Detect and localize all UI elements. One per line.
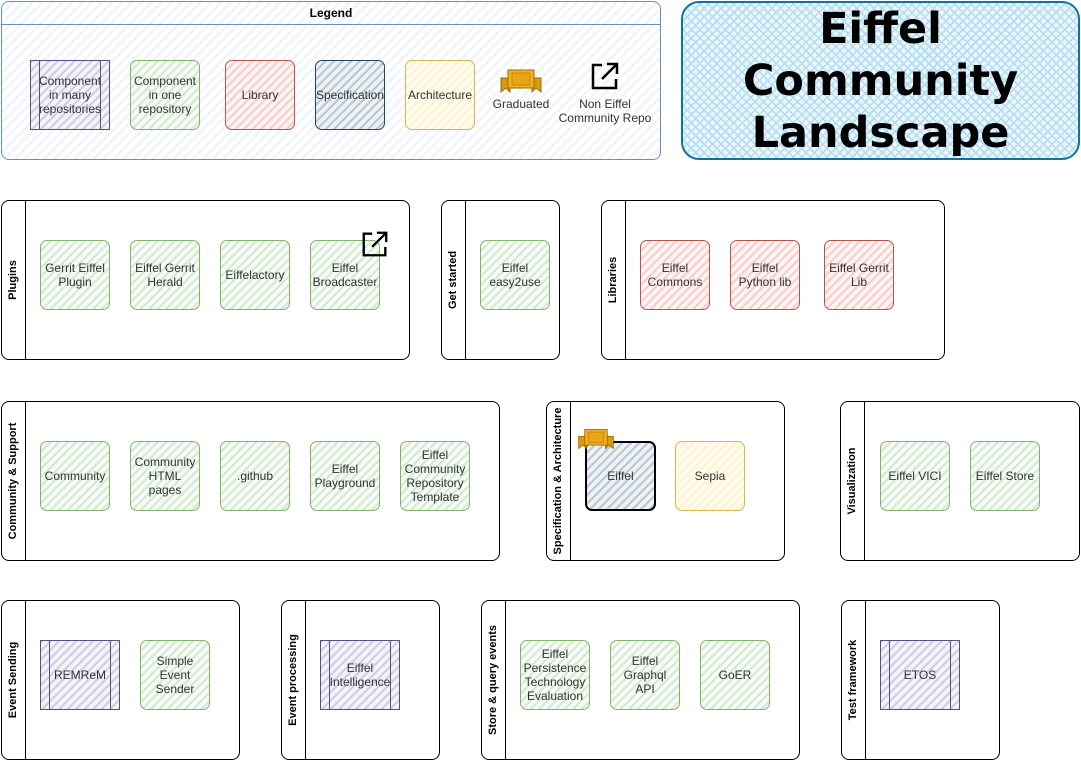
component-label: Simple Event Sender — [155, 654, 195, 696]
pool-title: Community & Support — [7, 422, 19, 540]
component-simple-event-sender[interactable]: Simple Event Sender — [140, 640, 210, 710]
component-label: Eiffel Commons — [647, 261, 703, 289]
legend-library-swatch: Library — [225, 60, 295, 130]
pool-title: Event Sending — [7, 641, 19, 719]
component-label: REMReM — [53, 668, 106, 682]
component-label: Eiffel Intelligence — [329, 661, 391, 689]
pool-title: Get started — [447, 250, 459, 310]
pool-header: Event processing — [282, 601, 306, 759]
component-remrem[interactable]: REMReM — [40, 640, 120, 710]
component-label: Eiffelactory — [225, 268, 285, 282]
pool-header: Store & query events — [482, 601, 506, 759]
component-eiffel-persistence-technology-evaluation[interactable]: Eiffel Persistence Technology Evaluation — [520, 640, 590, 710]
component-eiffel-vici[interactable]: Eiffel VICI — [880, 441, 950, 511]
component-label: Sepia — [694, 469, 726, 483]
legend-specification-swatch: Specification — [315, 60, 385, 130]
external-link-icon — [591, 62, 619, 90]
legend-graduated-label: Graduated — [492, 97, 550, 111]
pool-title: Plugins — [7, 260, 19, 300]
pool-header: Event Sending — [2, 601, 26, 759]
component-eiffel-broadcaster[interactable]: Eiffel Broadcaster — [310, 240, 380, 310]
pool-specification-architecture: Specification & Architecture — [546, 401, 785, 561]
component-goer[interactable]: GoER — [700, 640, 770, 710]
component-eiffel-graphql-api[interactable]: Eiffel Graphql API — [610, 640, 680, 710]
component-label: Community — [44, 469, 106, 483]
component-label: Community HTML pages — [134, 455, 196, 497]
component-label: Eiffel Community Repository Template — [404, 448, 466, 504]
pool-title: Store & query events — [487, 624, 499, 736]
legend-title: Legend — [2, 2, 660, 25]
component-label: Eiffel Broadcaster — [312, 261, 378, 289]
legend-label: Library — [241, 88, 279, 102]
component-eiffel-commons[interactable]: Eiffel Commons — [640, 240, 710, 310]
component-eiffel-specification[interactable]: Eiffel — [585, 441, 656, 511]
title-box: Eiffel Community Landscape — [681, 1, 1080, 160]
component-eiffel-store[interactable]: Eiffel Store — [970, 441, 1040, 511]
component-eiffel-community-repository-template[interactable]: Eiffel Community Repository Template — [400, 441, 470, 511]
component-eiffel-playground[interactable]: Eiffel Playground — [310, 441, 380, 511]
component-eiffel-python-lib[interactable]: Eiffel Python lib — [730, 240, 800, 310]
component-eiffel-intelligence[interactable]: Eiffel Intelligence — [320, 640, 400, 710]
page-title: Eiffel Community Landscape — [683, 3, 1078, 159]
graduated-ribbon-icon — [500, 69, 542, 94]
component-label: Eiffel Gerrit Lib — [829, 261, 889, 289]
component-label: Eiffel — [607, 469, 634, 483]
component-eiffel-gerrit-herald[interactable]: Eiffel Gerrit Herald — [130, 240, 200, 310]
pool-header: Community & Support — [2, 402, 26, 560]
component-label: Eiffel Store — [975, 469, 1035, 483]
pool-title: Test framework — [847, 639, 859, 721]
pool-header: Libraries — [602, 201, 626, 359]
component-label: Eiffel Gerrit Herald — [135, 261, 195, 289]
pool-title: Event processing — [287, 634, 299, 726]
pool-title: Specification & Architecture — [552, 407, 564, 555]
legend-architecture-swatch: Architecture — [405, 60, 475, 130]
component-github[interactable]: .github — [220, 441, 290, 511]
component-label: Eiffel Graphql API — [623, 654, 667, 696]
component-label: ETOS — [903, 668, 937, 682]
component-eiffelactory[interactable]: Eiffelactory — [220, 240, 290, 310]
pool-header: Test framework — [842, 601, 866, 759]
component-etos[interactable]: ETOS — [880, 640, 960, 710]
component-sepia[interactable]: Sepia — [675, 441, 745, 511]
pool-header: Specification & Architecture — [547, 402, 571, 560]
component-label: Eiffel easy2use — [489, 261, 541, 289]
component-gerrit-eiffel-plugin[interactable]: Gerrit Eiffel Plugin — [40, 240, 110, 310]
component-eiffel-easy2use[interactable]: Eiffel easy2use — [480, 240, 550, 310]
pool-header: Plugins — [2, 201, 26, 359]
external-link-icon[interactable] — [360, 229, 390, 259]
legend-label: Component in many repositories — [38, 74, 102, 116]
legend-label: Specification — [315, 88, 385, 102]
legend-label: Component in one repository — [133, 74, 197, 116]
component-label: Eiffel Persistence Technology Evaluation — [523, 647, 587, 703]
pool-header: Get started — [442, 201, 466, 359]
component-label: .github — [236, 469, 274, 483]
component-label: Eiffel Python lib — [738, 261, 792, 289]
component-community[interactable]: Community — [40, 441, 110, 511]
pool-title: Libraries — [607, 256, 619, 304]
component-label: Eiffel VICI — [888, 469, 942, 483]
title-line-1: Eiffel Community — [742, 3, 1019, 106]
pool-title: Visualization — [846, 447, 858, 515]
component-label: Gerrit Eiffel Plugin — [45, 261, 105, 289]
legend-one-repo-swatch: Component in one repository — [130, 60, 200, 130]
component-community-html-pages[interactable]: Community HTML pages — [130, 441, 200, 511]
component-label: GoER — [718, 668, 752, 682]
component-eiffel-gerrit-lib[interactable]: Eiffel Gerrit Lib — [824, 240, 894, 310]
graduated-ribbon-icon — [578, 429, 614, 450]
pool-header: Visualization — [841, 402, 865, 560]
pool-visualization: Visualization — [840, 401, 1080, 561]
legend-external-label: Non Eiffel Community Repo — [558, 97, 652, 125]
component-label: Eiffel Playground — [314, 462, 376, 490]
title-line-2: Landscape — [751, 107, 1010, 158]
legend-label: Architecture — [407, 88, 473, 102]
legend-many-repos-swatch: Component in many repositories — [30, 60, 110, 130]
